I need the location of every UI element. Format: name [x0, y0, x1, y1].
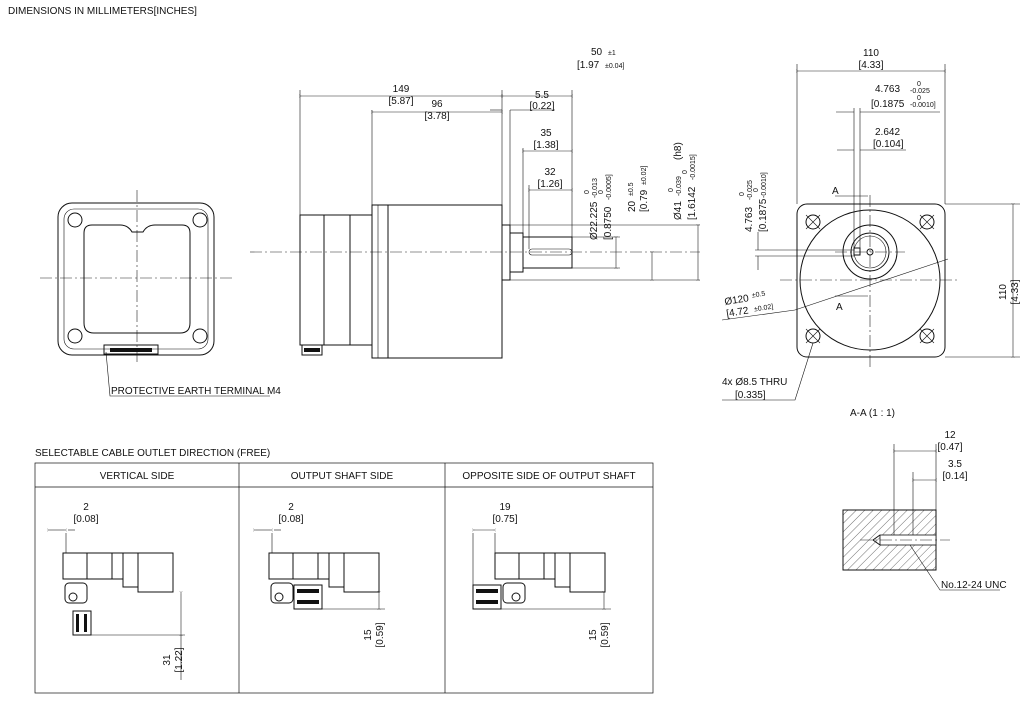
dim-depth-mm: 12	[944, 430, 956, 441]
section-mark-top: A	[832, 186, 839, 197]
tol-up: 0	[917, 95, 921, 102]
dim-h-mm: 19	[499, 502, 511, 513]
dim-pcd-mm: Ø120	[724, 293, 750, 308]
dim-key-height-in: [0.1875	[758, 198, 769, 232]
col-header-opposite: OPPOSITE SIDE OF OUTPUT SHAFT	[462, 471, 635, 482]
dim-key-width-mm: 4.763	[875, 84, 900, 95]
cable-option-output-shaft: 2 [0.08] 15 [0.59]	[252, 502, 386, 648]
dim-v-in: [1.22]	[174, 647, 185, 672]
dim-offset-mm: 20	[627, 200, 638, 212]
tol-lo: -0.025	[747, 180, 754, 200]
tol-up: 0	[682, 170, 689, 174]
dim-h-in: [0.75]	[492, 514, 517, 525]
tol-lo: -0.0010]	[761, 172, 768, 198]
mount-hole-icon	[192, 328, 208, 344]
dim-v-in: [0.59]	[375, 622, 386, 647]
terminal-label: PROTECTIVE EARTH TERMINAL M4	[111, 386, 281, 397]
tol-lo: -0.025	[910, 88, 930, 95]
dim-width-in: [4.33]	[858, 60, 883, 71]
tol: ±0.5	[751, 291, 766, 300]
tol: ±0.5	[628, 182, 635, 196]
dim-pilot-depth-mm: 5.5	[535, 90, 549, 101]
dim-pcd-in: [4.72	[726, 305, 750, 319]
dim-key-depth-in: [0.104]	[873, 139, 904, 150]
col-header-output-shaft: OUTPUT SHAFT SIDE	[291, 471, 394, 482]
dim-height-in: [4.33]	[1010, 279, 1021, 304]
dim-key-depth-mm: 2.642	[875, 127, 900, 138]
dim-overall-mm: 149	[393, 84, 410, 95]
thread-label: No.12-24 UNC	[941, 580, 1007, 591]
dim-thread-depth-in: [0.14]	[942, 471, 967, 482]
dim-shaft-dia-in: [0.8750	[603, 206, 614, 240]
dim-v-in: [0.59]	[600, 622, 611, 647]
section-view: 12 [0.47] 3.5 [0.14] No.12-24 UNC	[842, 430, 1007, 591]
mount-hole-icon	[67, 212, 83, 228]
tol-lo: -0.013	[592, 178, 599, 198]
tol: ±0.02]	[754, 304, 774, 314]
tol-lo: -0.0010]	[910, 102, 936, 109]
section-mark-bottom: A	[836, 302, 843, 313]
dim-h-in: [0.08]	[73, 514, 98, 525]
col-header-vertical: VERTICAL SIDE	[100, 471, 175, 482]
tol: ±0.02]	[641, 166, 648, 185]
side-view: 149 [5.87] 96 [3.78] 50 ±1 [1.97 ±0.04] …	[250, 47, 700, 359]
section-title: A-A (1 : 1)	[850, 408, 895, 419]
dim-h-mm: 2	[83, 502, 89, 513]
dim-32-in: [1.26]	[537, 179, 562, 190]
dim-key-width-in: [0.1875	[871, 99, 905, 110]
tol-up: 0	[753, 188, 760, 192]
dim-35-in: [1.38]	[533, 140, 558, 151]
dim-width-mm: 110	[863, 48, 879, 59]
dim-holes-in: [0.335]	[735, 390, 766, 401]
dim-shaft-len-mm: 50	[591, 47, 603, 58]
cable-table-caption: SELECTABLE CABLE OUTLET DIRECTION (FREE)	[35, 448, 270, 459]
dim-key-height-mm: 4.763	[744, 207, 755, 232]
dim-32-mm: 32	[544, 167, 556, 178]
dim-height-mm: 110	[998, 284, 1009, 300]
dim-h-in: [0.08]	[278, 514, 303, 525]
fit-class: (h8)	[673, 142, 684, 160]
dim-pilot-dia-mm: Ø41	[673, 201, 684, 220]
dim-pilot-depth-in: [0.22]	[529, 101, 554, 112]
mount-hole-icon	[192, 212, 208, 228]
dim-v-mm: 31	[162, 654, 173, 666]
dim-offset-in: [0.79	[639, 189, 650, 212]
dim-shaft-len-in: [1.97	[577, 60, 600, 71]
dim-holes-mm: 4x Ø8.5 THRU	[722, 377, 787, 388]
tol-up: 0	[598, 190, 605, 194]
dim-depth-in: [0.47]	[937, 442, 962, 453]
cable-table: VERTICAL SIDE OUTPUT SHAFT SIDE OPPOSITE…	[34, 462, 654, 694]
dim-shaft-len-in-tol: ±0.04]	[605, 63, 624, 70]
dim-v-mm: 15	[588, 629, 599, 641]
tol-up: 0	[668, 188, 675, 192]
tol-lo: -0.0005]	[606, 174, 613, 200]
tol-up: 0	[917, 81, 921, 88]
dim-body-mm: 96	[431, 99, 443, 110]
dim-v-mm: 15	[363, 629, 374, 641]
dim-overall-in: [5.87]	[388, 96, 413, 107]
dim-thread-depth-mm: 3.5	[948, 459, 962, 470]
tol-lo: -0.039	[676, 176, 683, 196]
dim-shaft-len-tol: ±1	[608, 50, 616, 57]
tol-lo: -0.0015]	[690, 154, 697, 180]
dim-h-mm: 2	[288, 502, 294, 513]
dim-shaft-dia-mm: Ø22.225	[589, 201, 600, 240]
front-view: A A 110 [4.33] 4.763 0 -0.025 [0.1875 0 …	[721, 48, 1021, 419]
rear-view: PROTECTIVE EARTH TERMINAL M4	[40, 190, 281, 397]
dim-35-mm: 35	[540, 128, 552, 139]
cable-option-vertical: 2 [0.08] 31 [1.22]	[46, 502, 185, 680]
tol-up: 0	[584, 190, 591, 194]
drawing-title: DIMENSIONS IN MILLIMETERS[INCHES]	[8, 6, 197, 17]
dim-pilot-dia-in: [1.6142	[687, 186, 698, 220]
tol-up: 0	[739, 192, 746, 196]
cable-option-opposite-side: 19 [0.75] 15 [0.59]	[471, 502, 611, 648]
mount-hole-icon	[67, 328, 83, 344]
dim-body-in: [3.78]	[424, 111, 449, 122]
